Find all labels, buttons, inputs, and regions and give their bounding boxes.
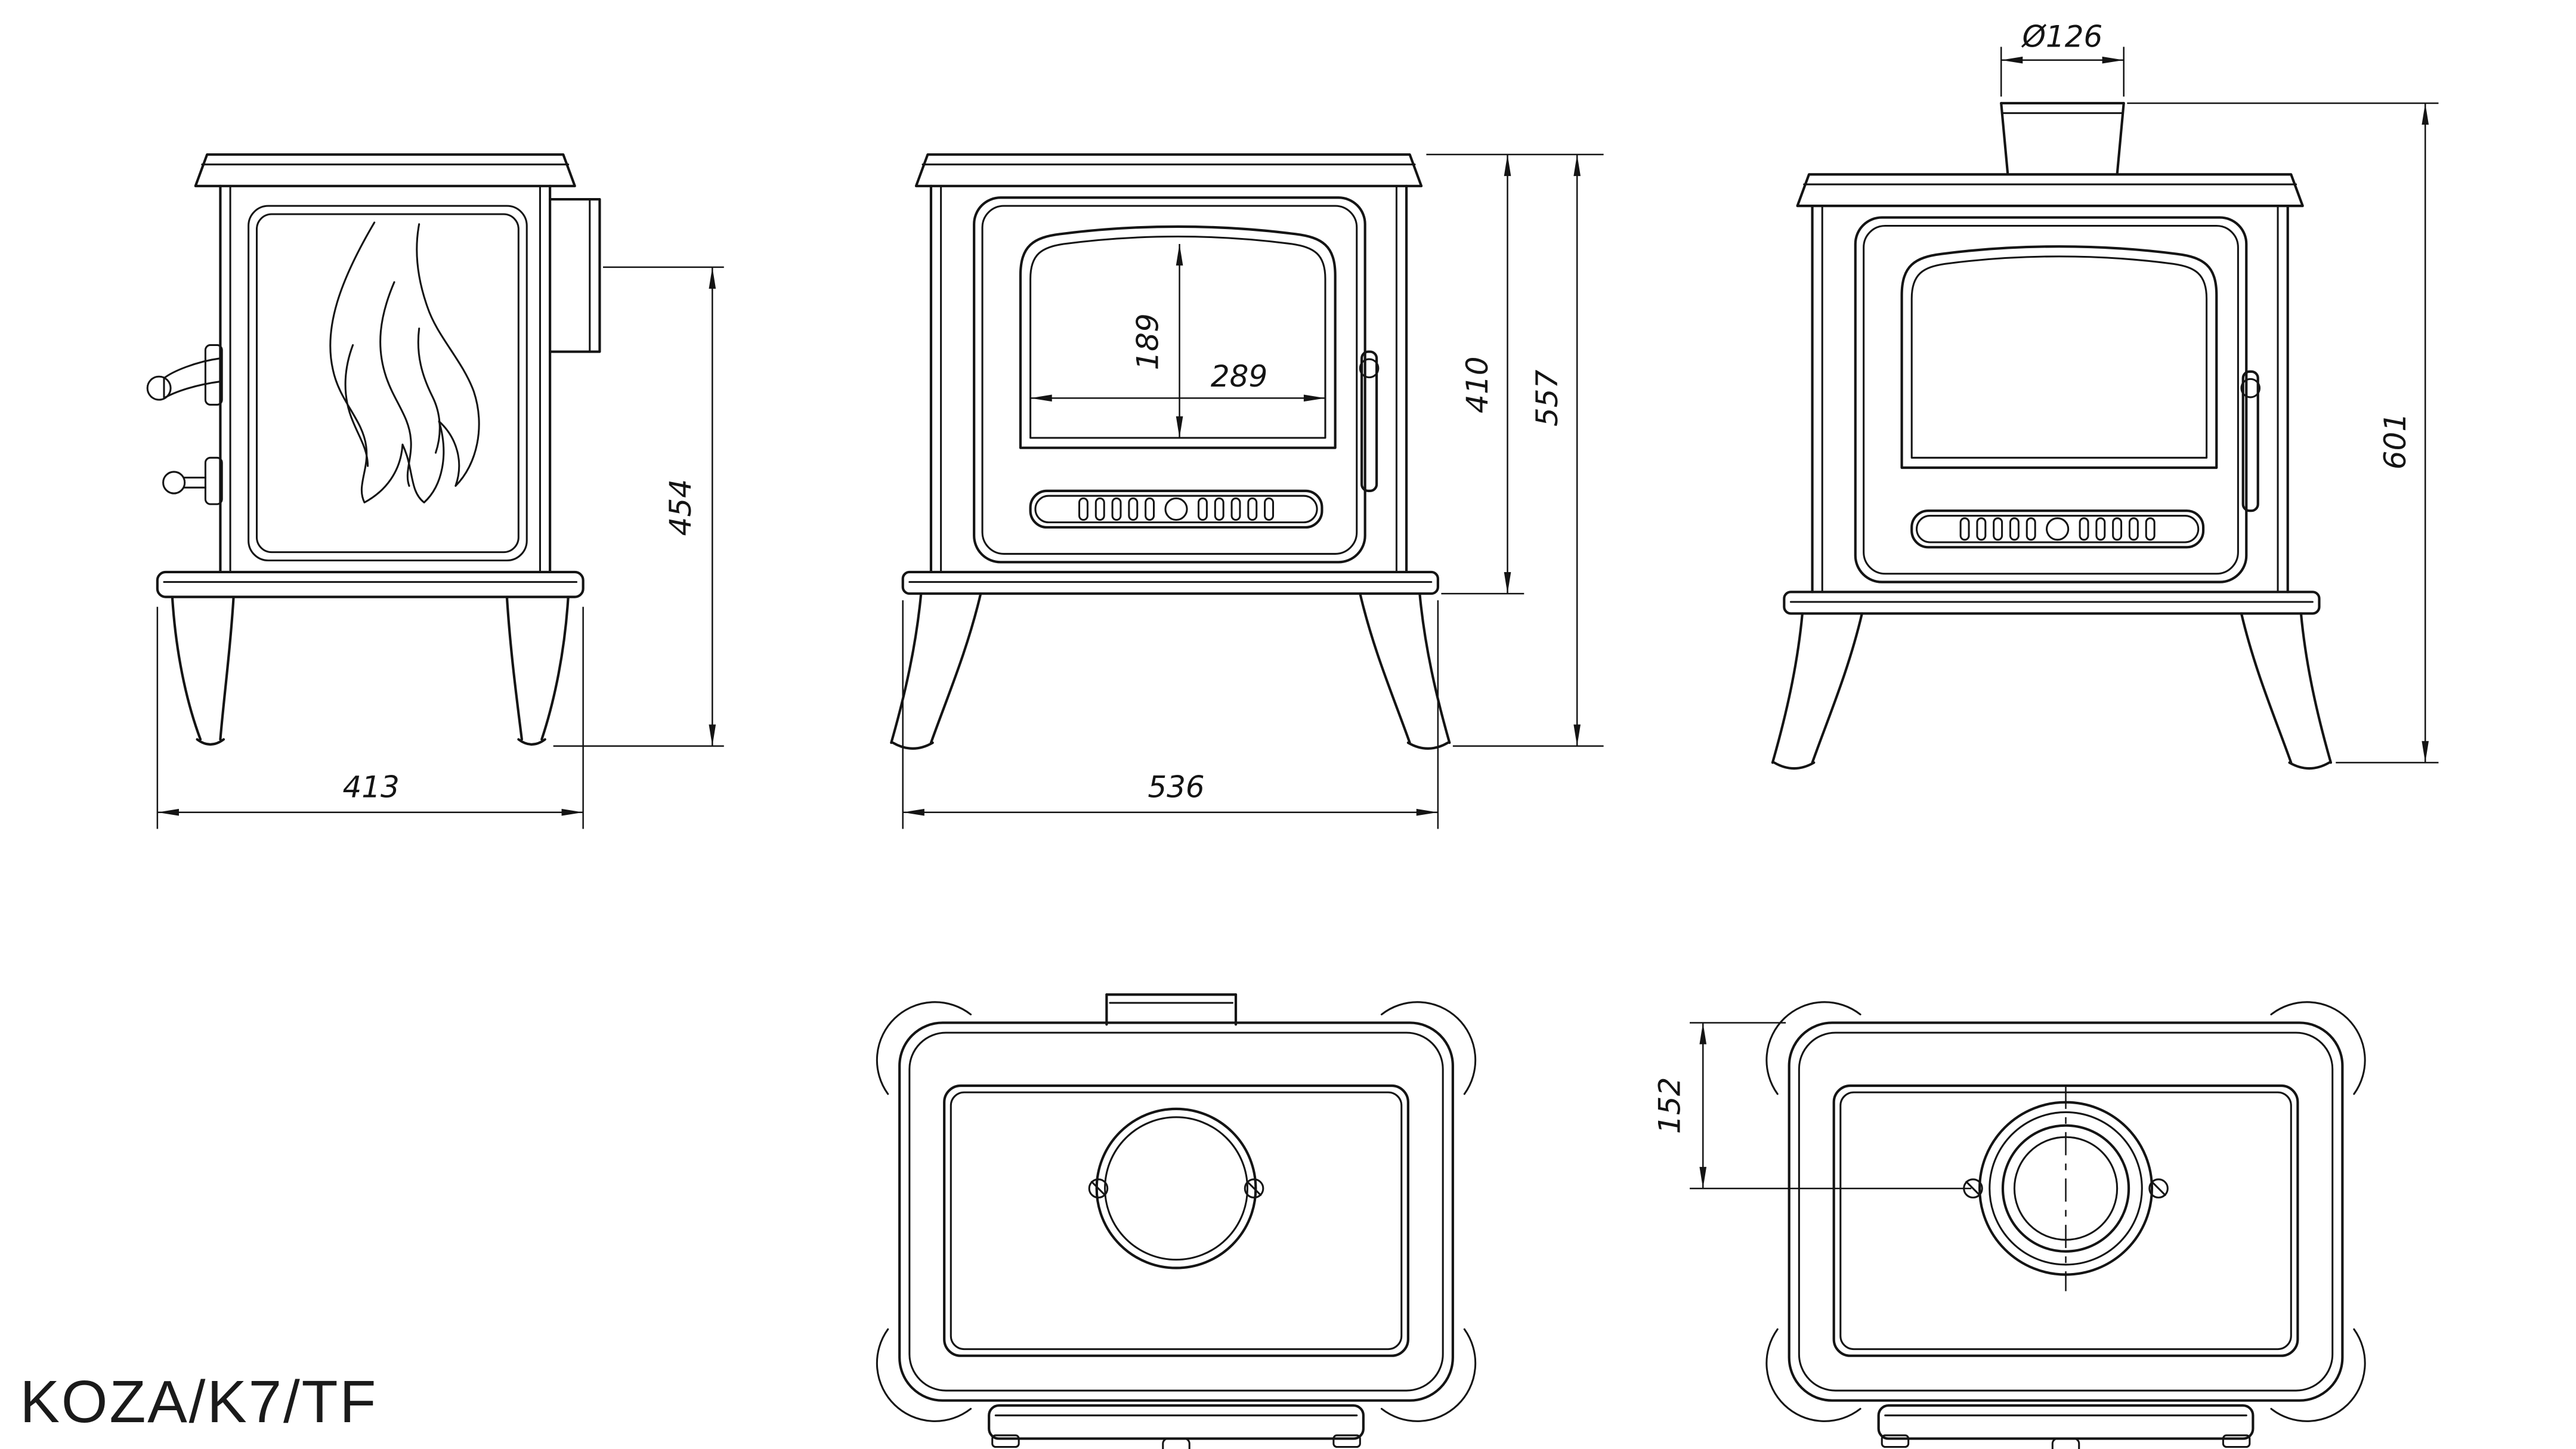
dim-flue-center-offset: 152 — [1652, 1022, 1972, 1190]
dim-label-410: 410 — [1460, 356, 1495, 413]
flue-base — [1783, 591, 2321, 615]
dim-side-flue-height: 454 — [553, 266, 724, 747]
dim-label-454: 454 — [663, 479, 698, 536]
top-view-collar: 152 — [1652, 1001, 2366, 1449]
flue-pipe — [2000, 101, 2125, 176]
flue-door — [1854, 216, 2248, 583]
side-view: 454 413 — [146, 153, 724, 829]
dim-label-flue-diameter: Ø126 — [2021, 20, 2103, 54]
dim-glass-width: 289 — [1030, 359, 1325, 402]
top-view-rear-flue — [876, 993, 1477, 1449]
side-top-plate — [194, 153, 576, 187]
front-door-window — [1019, 225, 1337, 449]
dim-label-189: 189 — [1130, 313, 1165, 370]
top-blanking-cover — [1088, 1107, 1264, 1269]
side-body — [219, 184, 552, 574]
flame-relief-icon — [329, 221, 480, 503]
front-body — [929, 184, 1408, 574]
dim-flue-diameter: Ø126 — [2000, 20, 2124, 97]
front-door-handle — [1359, 350, 1380, 492]
front-view: 189 289 410 557 536 — [890, 153, 1604, 829]
dim-label-536: 536 — [1148, 770, 1204, 805]
front-view-top-flue: Ø126 601 — [1771, 20, 2439, 770]
dim-label-557: 557 — [1530, 369, 1564, 427]
dim-label-601: 601 — [2378, 413, 2413, 469]
front-top-plate — [914, 153, 1423, 187]
side-rear-flue-stub — [549, 197, 601, 353]
side-legs — [171, 595, 570, 746]
dim-side-base-width: 413 — [156, 607, 584, 829]
front-door — [973, 196, 1366, 564]
front-air-vent — [1029, 489, 1323, 529]
model-label: KOZA/K7/TF — [20, 1368, 378, 1435]
screw-icon — [2148, 1178, 2169, 1199]
top-base-front — [988, 1404, 1365, 1449]
side-door-handle — [146, 344, 223, 505]
dim-label-152: 152 — [1652, 1077, 1687, 1134]
flue-body — [1811, 205, 2289, 594]
flue-legs — [1771, 612, 2333, 770]
flue-top-plate — [1796, 173, 2304, 208]
flue-air-vent — [1910, 509, 2205, 549]
dim-overall-height-with-flue: 601 — [2127, 102, 2439, 764]
top2-base-front — [1877, 1404, 2255, 1449]
flue-collar — [1963, 1085, 2169, 1292]
top-rear-stub — [1105, 993, 1238, 1026]
front-legs — [890, 592, 1451, 750]
dim-label-289: 289 — [1211, 359, 1267, 394]
top-plate-outline — [876, 1001, 1477, 1422]
side-base — [156, 570, 585, 598]
front-base — [901, 570, 1439, 595]
dim-front-base-width: 536 — [902, 600, 1439, 829]
dim-label-413: 413 — [342, 770, 399, 805]
screw-icon — [1088, 1178, 1109, 1199]
dim-overall-height: 557 — [1452, 155, 1604, 747]
flue-door-handle — [2240, 370, 2261, 512]
dim-glass-height: 189 — [1130, 244, 1183, 438]
screw-icon — [1244, 1178, 1264, 1199]
